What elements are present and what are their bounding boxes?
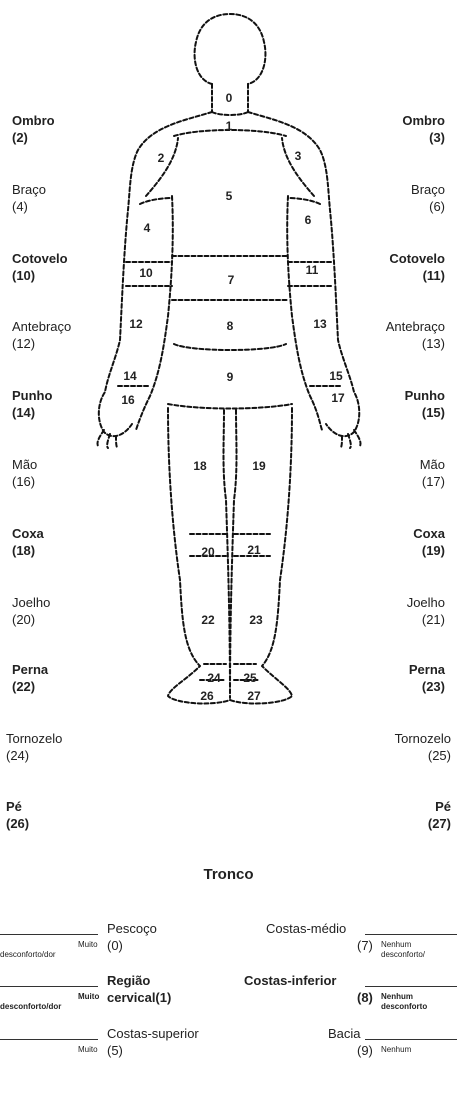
label-left-mao: Mão(16) [12, 456, 37, 490]
row3-right-scale-1: Nenhum [381, 1045, 411, 1054]
region-16: 16 [121, 393, 135, 407]
right-inner-arm [287, 196, 322, 430]
row2-left-name2: cervical(1) [107, 990, 171, 1006]
answer-line-bacia[interactable] [365, 1039, 457, 1040]
label-right-pe: Pé(27) [428, 798, 451, 832]
region-26: 26 [200, 689, 214, 703]
row1-left-name: Pescoço [107, 921, 157, 937]
answer-line-pescoco[interactable] [0, 934, 98, 935]
row2-right-name: Costas-inferior [244, 973, 336, 989]
row2-right-scale-2: desconforto [381, 1002, 427, 1011]
row3-left-name: Costas-superior [107, 1026, 199, 1042]
row1-right-scale-1: Nenhum [381, 940, 411, 949]
region-10: 10 [139, 266, 153, 280]
region-25: 25 [243, 671, 257, 685]
region-21: 21 [247, 543, 261, 557]
row3-left-scale-1: Muito [78, 1045, 98, 1054]
row3-left-num: (5) [107, 1043, 123, 1059]
row1-left-num: (0) [107, 938, 123, 954]
row2-left-scale-2: desconforto/dor [0, 1002, 61, 1011]
label-left-coxa: Coxa(18) [12, 525, 44, 559]
row3-right-name: Bacia [328, 1026, 361, 1042]
row1-right-scale-2: desconforto/ [381, 950, 425, 959]
region-15: 15 [329, 369, 343, 383]
region-17: 17 [331, 391, 345, 405]
label-right-perna: Perna(23) [409, 661, 445, 695]
region-18: 18 [193, 459, 207, 473]
region-4: 4 [144, 221, 151, 235]
body-diagram: 0 1 2 3 4 5 6 7 8 9 10 11 12 13 14 15 16… [0, 0, 457, 860]
region-11: 11 [306, 263, 319, 277]
label-left-tornozelo: Tornozelo(24) [6, 730, 62, 764]
row1-left-scale-1: Muito [78, 940, 98, 949]
region-9: 9 [227, 370, 234, 384]
region-13: 13 [313, 317, 327, 331]
right-hand [340, 430, 361, 448]
region-6: 6 [305, 213, 312, 227]
torso-left-outline [99, 112, 212, 436]
label-left-perna: Perna(22) [12, 661, 48, 695]
label-left-pe: Pé(26) [6, 798, 29, 832]
label-left-braco: Braço(4) [12, 181, 46, 215]
label-left-punho: Punho(14) [12, 387, 52, 421]
answer-line-costas-inferior[interactable] [365, 986, 457, 987]
answer-line-costas-superior[interactable] [0, 1039, 98, 1040]
region-24: 24 [207, 671, 221, 685]
row2-left-name: Região [107, 973, 150, 989]
row1-left-scale-2: desconforto/dor [0, 950, 56, 959]
region-5: 5 [226, 189, 233, 203]
label-left-joelho: Joelho(20) [12, 594, 50, 628]
label-right-mao: Mão(17) [420, 456, 445, 490]
head-outline [195, 14, 266, 84]
section-title: Tronco [0, 866, 457, 883]
region-19: 19 [252, 459, 266, 473]
torso-right-outline [248, 112, 359, 436]
row2-right-scale-1: Nenhum [381, 992, 413, 1001]
region-0: 0 [226, 91, 233, 105]
label-right-braco: Braço(6) [411, 181, 445, 215]
region-7: 7 [228, 273, 235, 287]
label-right-punho: Punho(15) [405, 387, 445, 421]
row1-right-name: Costas-médio [266, 921, 346, 937]
label-left-antebraco: Antebraço(12) [12, 318, 71, 352]
left-hand [97, 430, 118, 448]
label-right-joelho: Joelho(21) [407, 594, 445, 628]
label-right-antebraco: Antebraço(13) [386, 318, 445, 352]
label-left-cotovelo: Cotovelo(10) [12, 250, 68, 284]
region-23: 23 [249, 613, 263, 627]
region-12: 12 [129, 317, 143, 331]
label-right-ombro: Ombro(3) [402, 112, 445, 146]
region-8: 8 [227, 319, 234, 333]
row3-right-num: (9) [357, 1043, 373, 1059]
label-right-tornozelo: Tornozelo(25) [395, 730, 451, 764]
label-right-coxa: Coxa(19) [413, 525, 445, 559]
answer-line-regiao-cervical[interactable] [0, 986, 98, 987]
region-1: 1 [226, 119, 233, 133]
region-3: 3 [295, 149, 302, 163]
region-14: 14 [123, 369, 137, 383]
label-left-ombro: Ombro(2) [12, 112, 55, 146]
region-22: 22 [201, 613, 215, 627]
row2-right-num: (8) [357, 990, 373, 1006]
row2-left-scale-1: Muito [78, 992, 99, 1001]
answer-line-costas-medio[interactable] [365, 934, 457, 935]
inner-legs [224, 410, 237, 698]
label-right-cotovelo: Cotovelo(11) [389, 250, 445, 284]
row1-right-num: (7) [357, 938, 373, 954]
left-inner-arm [136, 196, 173, 430]
region-2: 2 [158, 151, 165, 165]
region-20: 20 [201, 545, 215, 559]
region-27: 27 [247, 689, 261, 703]
